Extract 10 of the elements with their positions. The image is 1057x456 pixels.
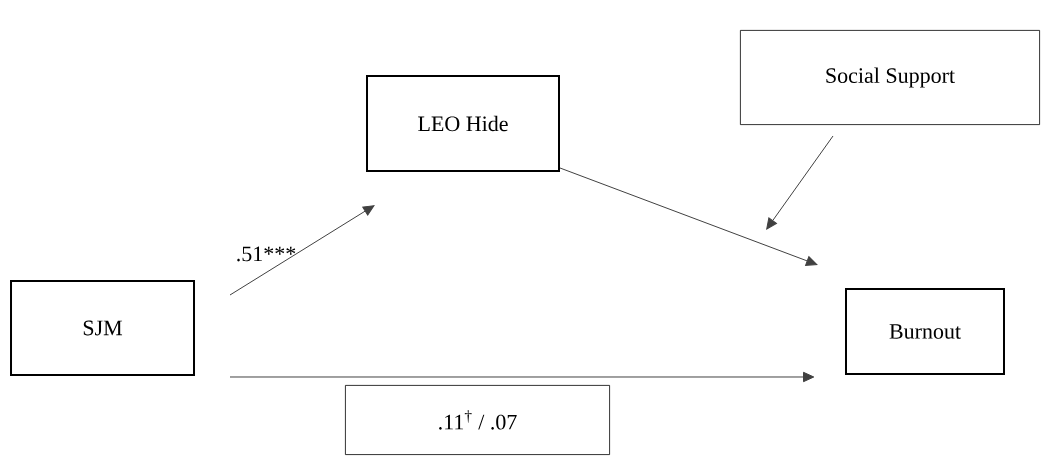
arrow xyxy=(766,135,834,230)
variable-box: SJM xyxy=(10,280,195,376)
variable-box: LEO Hide xyxy=(366,75,560,172)
edge-label: .51*** xyxy=(237,246,296,262)
arrow xyxy=(229,371,815,383)
variable-box: .11$^{†}$ / .07 xyxy=(345,385,610,455)
arrow xyxy=(229,205,375,296)
variable-box: Burnout xyxy=(845,288,1005,375)
variable-box: Social Support xyxy=(740,30,1040,125)
arrow xyxy=(559,167,818,266)
